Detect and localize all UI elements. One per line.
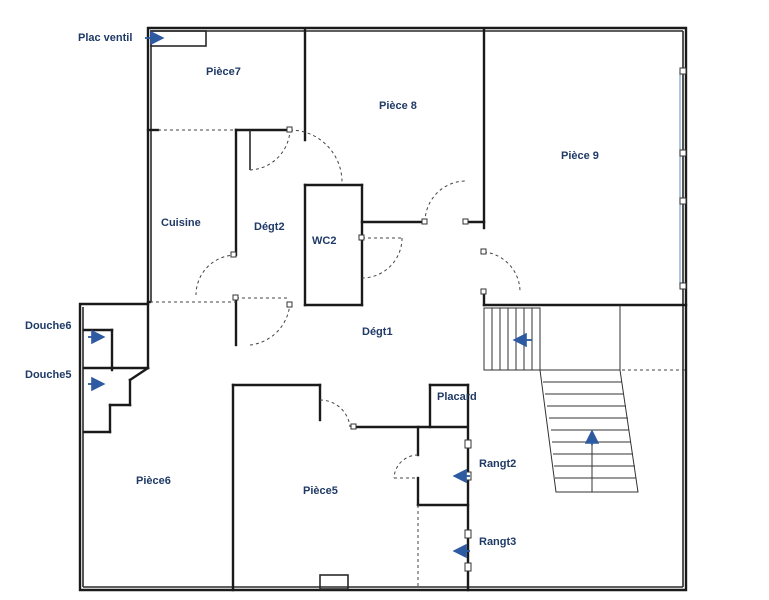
label-rangt3: Rangt3: [479, 536, 517, 548]
door-swings: [195, 126, 521, 572]
arrows: [88, 30, 600, 559]
label-piece6: Pièce6: [136, 475, 171, 487]
label-wc2: WC2: [312, 235, 337, 247]
label-douche6: Douche6: [25, 320, 72, 332]
label-piece5: Pièce5: [303, 485, 338, 497]
label-placard: Placard: [437, 391, 477, 403]
outer-walls: [78, 26, 688, 592]
label-degt2: Dégt2: [254, 221, 285, 233]
window-pieces9: [679, 67, 687, 290]
interior-walls: [82, 28, 688, 592]
dashed-lines: [150, 129, 686, 587]
label-plac-ventil: Plac ventil: [78, 32, 133, 44]
label-piece7: Pièce7: [206, 66, 241, 78]
label-piece9: Pièce 9: [561, 150, 599, 162]
label-cuisine: Cuisine: [161, 217, 201, 229]
label-rangt2: Rangt2: [479, 458, 517, 470]
staircase-lower: [539, 305, 639, 493]
label-piece8: Pièce 8: [379, 100, 417, 112]
label-douche5: Douche5: [25, 369, 72, 381]
label-degt1: Dégt1: [362, 326, 393, 338]
staircase-upper: [483, 307, 541, 371]
